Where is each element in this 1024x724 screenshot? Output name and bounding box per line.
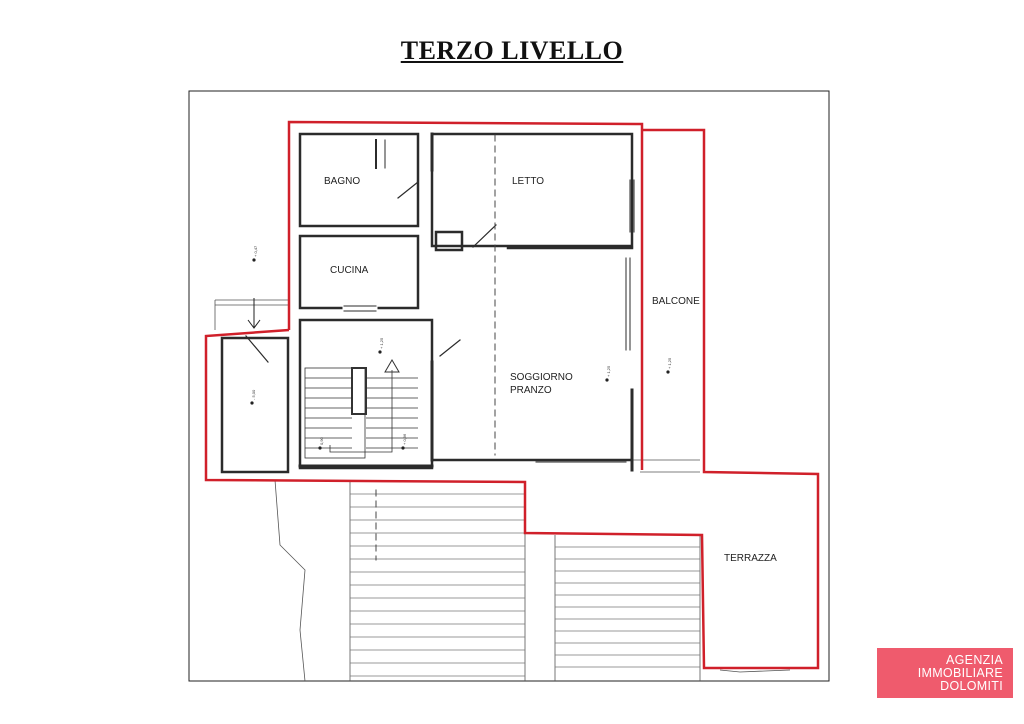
terrace-stripes (350, 493, 700, 677)
room-label-balcone: BALCONE (652, 296, 700, 307)
entry-arrow-icon (247, 298, 261, 329)
room-label-letto: LETTO (512, 176, 544, 187)
level-landing: + 1,25 (379, 337, 384, 349)
agency-logo: AGENZIA IMMOBILIARE DOLOMITI (877, 648, 1013, 698)
room-label-pranzo: PRANZO (510, 385, 552, 396)
level-balcony: + 1,25 (667, 357, 672, 369)
level-storage: - 5,00 (251, 389, 256, 400)
room-label-soggiorno: SOGGIORNO (510, 372, 573, 383)
room-label-terrazza: TERRAZZA (724, 553, 777, 564)
property-boundary (204, 120, 820, 670)
agency-line-1: AGENZIA (946, 653, 1003, 667)
level-stair-left: 0,90 (319, 436, 324, 445)
page-title: TERZO LIVELLO (400, 36, 624, 65)
drawing-frame (188, 90, 830, 682)
staircase (304, 359, 418, 459)
level-stair-right: + 0,96 (402, 433, 407, 445)
interior-walls (220, 132, 635, 561)
agency-line-3: DOLOMITI (940, 679, 1003, 693)
level-entry: + 0,47 (253, 245, 258, 257)
level-living: + 1,25 (606, 365, 611, 377)
room-label-bagno: BAGNO (324, 176, 360, 187)
room-label-cucina: CUCINA (330, 265, 369, 276)
agency-line-2: IMMOBILIARE (917, 666, 1003, 680)
level-markers (250, 258, 670, 450)
